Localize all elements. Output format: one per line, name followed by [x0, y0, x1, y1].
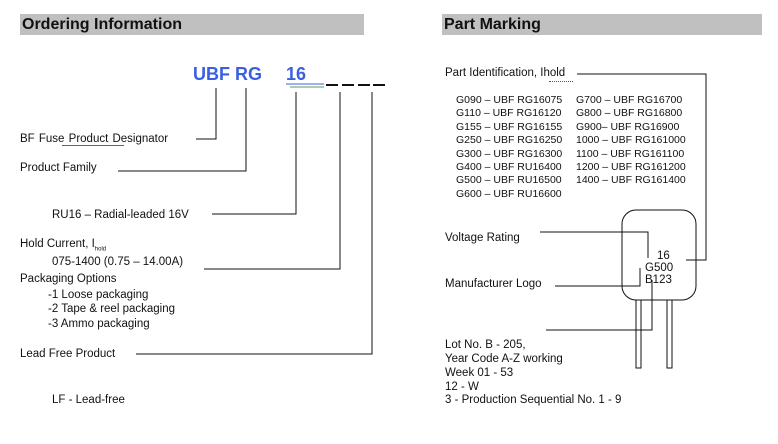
code-line: G600 – UBF RU16600: [456, 187, 562, 200]
code-line: G300 – UBF RG16300: [456, 147, 563, 160]
packaging-option-3: -3 Ammo packaging: [48, 318, 150, 330]
code-line: G110 – UBF RG16120: [456, 107, 562, 120]
radial-label: RU16 – Radial-leaded 16V: [52, 209, 189, 221]
codes-right-column: G700 – UBF RG16700 G800 – UBF RG16800 G9…: [576, 94, 686, 188]
lot-line: Lot No. B - 205,: [445, 339, 526, 351]
voltage-rating-label: Voltage Rating: [445, 232, 520, 244]
ihold-squiggle: [549, 80, 573, 82]
device-part-code-text: G500: [645, 262, 674, 274]
part-identification-label: Part Identification, Ihold: [445, 67, 566, 79]
code-line: G800 – UBF RG16800: [576, 107, 683, 120]
hold-subscript: hold: [94, 246, 107, 253]
designator-underline: [62, 145, 124, 146]
lot-line: Week 01 - 53: [445, 367, 514, 379]
designator-label: BF Fuse Product Designator: [20, 133, 169, 145]
device-lot-text: B123: [645, 274, 672, 286]
code-line: G900– UBF RG16900: [576, 120, 680, 133]
code-line: G400 – UBF RU16400: [456, 161, 562, 174]
lead-free-product-label: Lead Free Product: [20, 348, 116, 360]
codes-left-column: G090 – UBF RG16075 G110 – UBF RG16120 G1…: [456, 94, 562, 201]
code-line: G155 – UBF RG16155: [456, 120, 563, 133]
part-marking-header: Part Marking: [442, 14, 762, 35]
code-line: G500 – UBF RU16500: [456, 174, 562, 187]
family-label: Product Family: [20, 162, 97, 174]
code-line: 1000 – UBF RG161000: [576, 134, 686, 147]
lot-line: Year Code A-Z working: [445, 353, 563, 365]
hold-range-label: 075-1400 (0.75 – 14.00A): [52, 256, 184, 268]
code-line: G700 – UBF RG16700: [576, 94, 683, 106]
part-code-size: 16: [286, 64, 307, 84]
packaging-title: Packaging Options: [20, 273, 117, 285]
lot-line: 3 - Production Sequential No. 1 - 9: [445, 394, 622, 406]
manufacturer-logo-label: Manufacturer Logo: [445, 278, 542, 290]
lot-line: 12 - W: [445, 381, 479, 393]
device-voltage-text: 16: [657, 250, 670, 262]
packaging-option-1: -1 Loose packaging: [48, 289, 149, 301]
packaging-option-2: -2 Tape & reel packaging: [48, 303, 176, 315]
code-line: 1200 – UBF RG161200: [576, 161, 686, 174]
hold-current-label: Hold Current, Ihold: [20, 237, 106, 256]
code-line: G250 – UBF RG16250: [456, 134, 563, 147]
code-line: G090 – UBF RG16075: [456, 94, 563, 106]
code-line: 1400 – UBF RG161400: [576, 174, 686, 187]
lead-free-label: LF - Lead-free: [52, 394, 125, 406]
part-code-prefix: UBF RG: [193, 64, 262, 84]
ordering-information-header: Ordering Information: [20, 14, 364, 35]
hold-current-text: Hold Current, I: [20, 238, 95, 250]
code-line: 1100 – UBF RG161100: [576, 147, 685, 160]
